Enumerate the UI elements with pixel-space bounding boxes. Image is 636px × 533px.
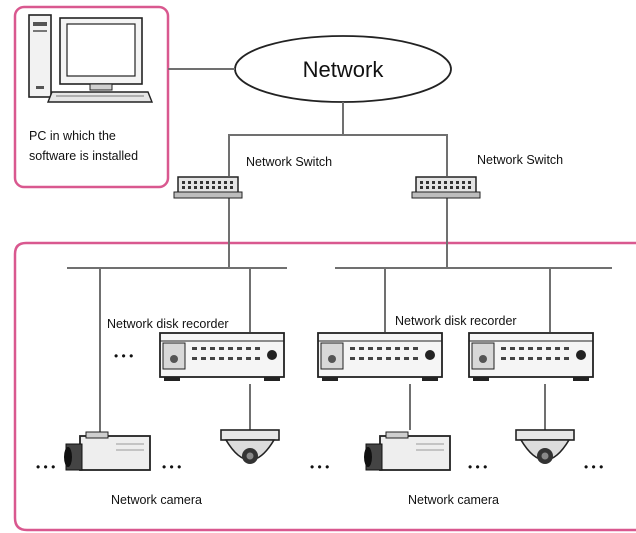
ellipsis: • • •	[162, 460, 181, 474]
disk-recorder-icon	[159, 332, 285, 382]
network-switch-icon	[173, 176, 243, 199]
box-camera-icon	[363, 431, 451, 471]
pc-label-line2: software is installed	[29, 149, 138, 163]
camera-label-2: Network camera	[408, 493, 499, 507]
ellipsis: • • •	[36, 460, 55, 474]
ellipsis: • • •	[310, 460, 329, 474]
disk-recorder-icon	[468, 332, 594, 382]
dome-camera-icon	[515, 429, 575, 465]
desktop-computer-icon	[28, 14, 154, 103]
switch-label-2: Network Switch	[477, 153, 563, 167]
network-label: Network	[303, 57, 385, 82]
dome-camera-icon	[220, 429, 280, 465]
site-frame	[13, 241, 636, 532]
ellipsis: • • •	[468, 460, 487, 474]
camera-label-1: Network camera	[111, 493, 202, 507]
switch-label-1: Network Switch	[246, 155, 332, 169]
switch-distribution-link	[228, 134, 448, 176]
pc-label-line1: PC in which the	[29, 129, 116, 143]
recorder-label-2: Network disk recorder	[395, 314, 517, 328]
ellipsis: • • •	[114, 349, 133, 363]
disk-recorder-icon	[317, 332, 443, 382]
box-camera-icon	[63, 431, 151, 471]
network-switch-icon	[411, 176, 481, 199]
pc-frame	[13, 5, 170, 189]
recorder-label-1: Network disk recorder	[107, 317, 229, 331]
ellipsis: • • •	[584, 460, 603, 474]
